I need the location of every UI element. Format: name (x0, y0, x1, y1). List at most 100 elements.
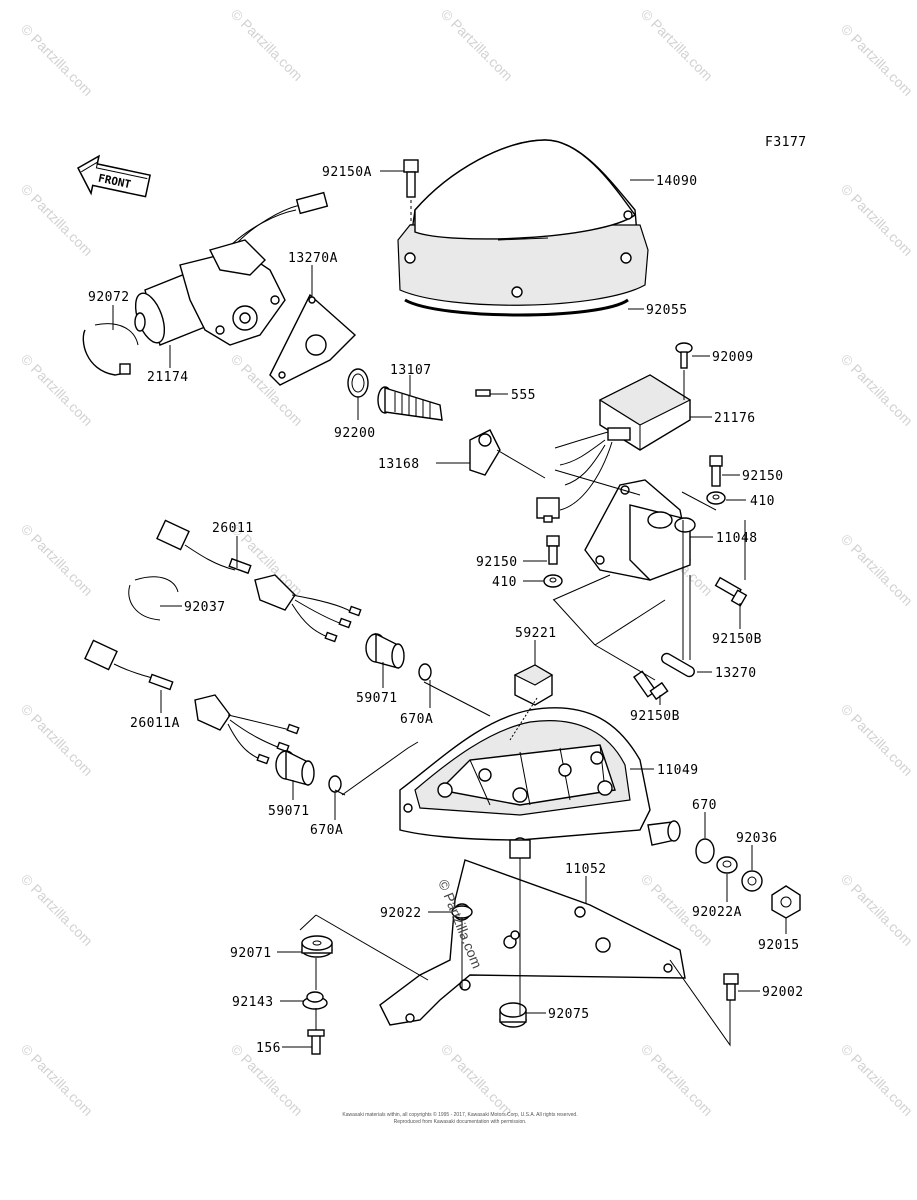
watermark: © Partzilla.com (18, 351, 96, 429)
watermark: © Partzilla.com (838, 181, 916, 259)
watermark: © Partzilla.com (638, 6, 716, 84)
label-92150-top: 92150 (742, 469, 784, 484)
band-92072 (82, 323, 139, 376)
label-26011: 26011 (212, 521, 254, 536)
watermark: © Partzilla.com (18, 1041, 96, 1119)
label-26011A: 26011A (130, 716, 180, 731)
label-92150B-bottom: 92150B (630, 709, 680, 724)
label-156: 156 (256, 1041, 281, 1056)
label-92022: 92022 (380, 906, 422, 921)
label-670A-bottom: 670A (310, 823, 343, 838)
label-14090: 14090 (656, 174, 698, 189)
cover-14090 (397, 139, 649, 306)
control-unit-21176 (536, 374, 692, 523)
bracket-11048 (554, 469, 717, 581)
label-92015: 92015 (758, 938, 800, 953)
watermark: © Partzilla.com (438, 6, 516, 84)
label-59221: 59221 (515, 626, 557, 641)
label-92071: 92071 (230, 946, 272, 961)
label-59071-top: 59071 (356, 691, 398, 706)
base-11049 (399, 707, 681, 859)
nut-92015 (771, 885, 801, 919)
watermark: © Partzilla.com (638, 1041, 716, 1119)
label-13270A: 13270A (288, 251, 338, 266)
label-21176: 21176 (714, 411, 756, 426)
label-670A-top: 670A (400, 712, 433, 727)
shaft-13107 (377, 386, 443, 421)
oring-670A-bottom (328, 775, 342, 793)
washer-92022A (716, 856, 738, 874)
motor-21174 (134, 191, 329, 346)
bolt-92002 (723, 973, 739, 1001)
label-92022A: 92022A (692, 905, 742, 920)
watermark: © Partzilla.com (18, 871, 96, 949)
label-92037: 92037 (184, 600, 226, 615)
label-21174: 21174 (147, 370, 189, 385)
watermark: © Partzilla.com (18, 181, 96, 259)
footer-copyright: Kawasaki materials within, all copyright… (342, 1111, 577, 1118)
bolt-92150B-bottom (633, 670, 669, 701)
nut-92036 (741, 870, 763, 892)
label-92150B-top: 92150B (712, 632, 762, 647)
assembly-lines (299, 520, 746, 1047)
label-410-top: 410 (750, 494, 775, 509)
label-410-mid: 410 (492, 575, 517, 590)
washer-410-top (706, 491, 726, 505)
gasket-92055 (404, 298, 629, 317)
plate-11052 (379, 859, 686, 1026)
grommet-59071-top (365, 632, 405, 669)
label-670: 670 (692, 798, 717, 813)
label-13107: 13107 (390, 363, 432, 378)
lever-13168 (469, 429, 546, 479)
watermark: © Partzilla.com (228, 6, 306, 84)
bracket-13270A (269, 293, 357, 386)
label-92075: 92075 (548, 1007, 590, 1022)
bolt-92150B-top (714, 576, 748, 607)
bolt-156 (307, 1029, 325, 1055)
grommet-59071-bottom (275, 749, 315, 786)
harness-26011A (84, 639, 300, 765)
label-11049: 11049 (657, 763, 699, 778)
bolt-92150-top (709, 455, 723, 487)
washer-410-mid (543, 574, 563, 588)
bolt-92150A (403, 159, 419, 225)
footer-permission: Reproduced from Kawasaki documentation w… (394, 1119, 527, 1125)
label-92036: 92036 (736, 831, 778, 846)
label-13168: 13168 (378, 457, 420, 472)
label-11052: 11052 (565, 862, 607, 877)
label-92002: 92002 (762, 985, 804, 1000)
harness-26011 (156, 519, 362, 643)
label-92150-mid: 92150 (476, 555, 518, 570)
watermark: © Partzilla.com (18, 21, 96, 99)
mount-92075 (499, 1002, 527, 1028)
front-arrow-icon: FRONT (77, 154, 151, 198)
watermark: © Partzilla.com (838, 701, 916, 779)
label-555: 555 (511, 388, 536, 403)
band-92037 (128, 576, 179, 621)
mount-92071 (301, 935, 333, 958)
watermark: © Partzilla.com (18, 521, 96, 599)
relay-59221 (513, 664, 554, 706)
watermark: © Partzilla.com (838, 531, 916, 609)
label-92009: 92009 (712, 350, 754, 365)
figure-code: F3177 (765, 135, 807, 150)
leader-lines (112, 170, 787, 1048)
label-11048: 11048 (716, 531, 758, 546)
link-13270 (661, 520, 695, 678)
bolt-92150-mid (546, 535, 560, 565)
label-92143: 92143 (232, 995, 274, 1010)
pin-555 (475, 389, 491, 397)
oring-92200 (347, 368, 369, 398)
label-92072: 92072 (88, 290, 130, 305)
watermark: © Partzilla.com (838, 351, 916, 429)
watermark: © Partzilla.com (838, 21, 916, 99)
watermark: © Partzilla.com (18, 701, 96, 779)
part-labels: 92150A 14090 92055 13270A 92072 21174 92… (88, 165, 804, 1056)
label-59071-bottom: 59071 (268, 804, 310, 819)
watermark: © Partzilla.com (838, 1041, 916, 1119)
screw-92009 (675, 342, 693, 400)
oring-670 (695, 838, 715, 864)
label-92200: 92200 (334, 426, 376, 441)
label-13270: 13270 (715, 666, 757, 681)
